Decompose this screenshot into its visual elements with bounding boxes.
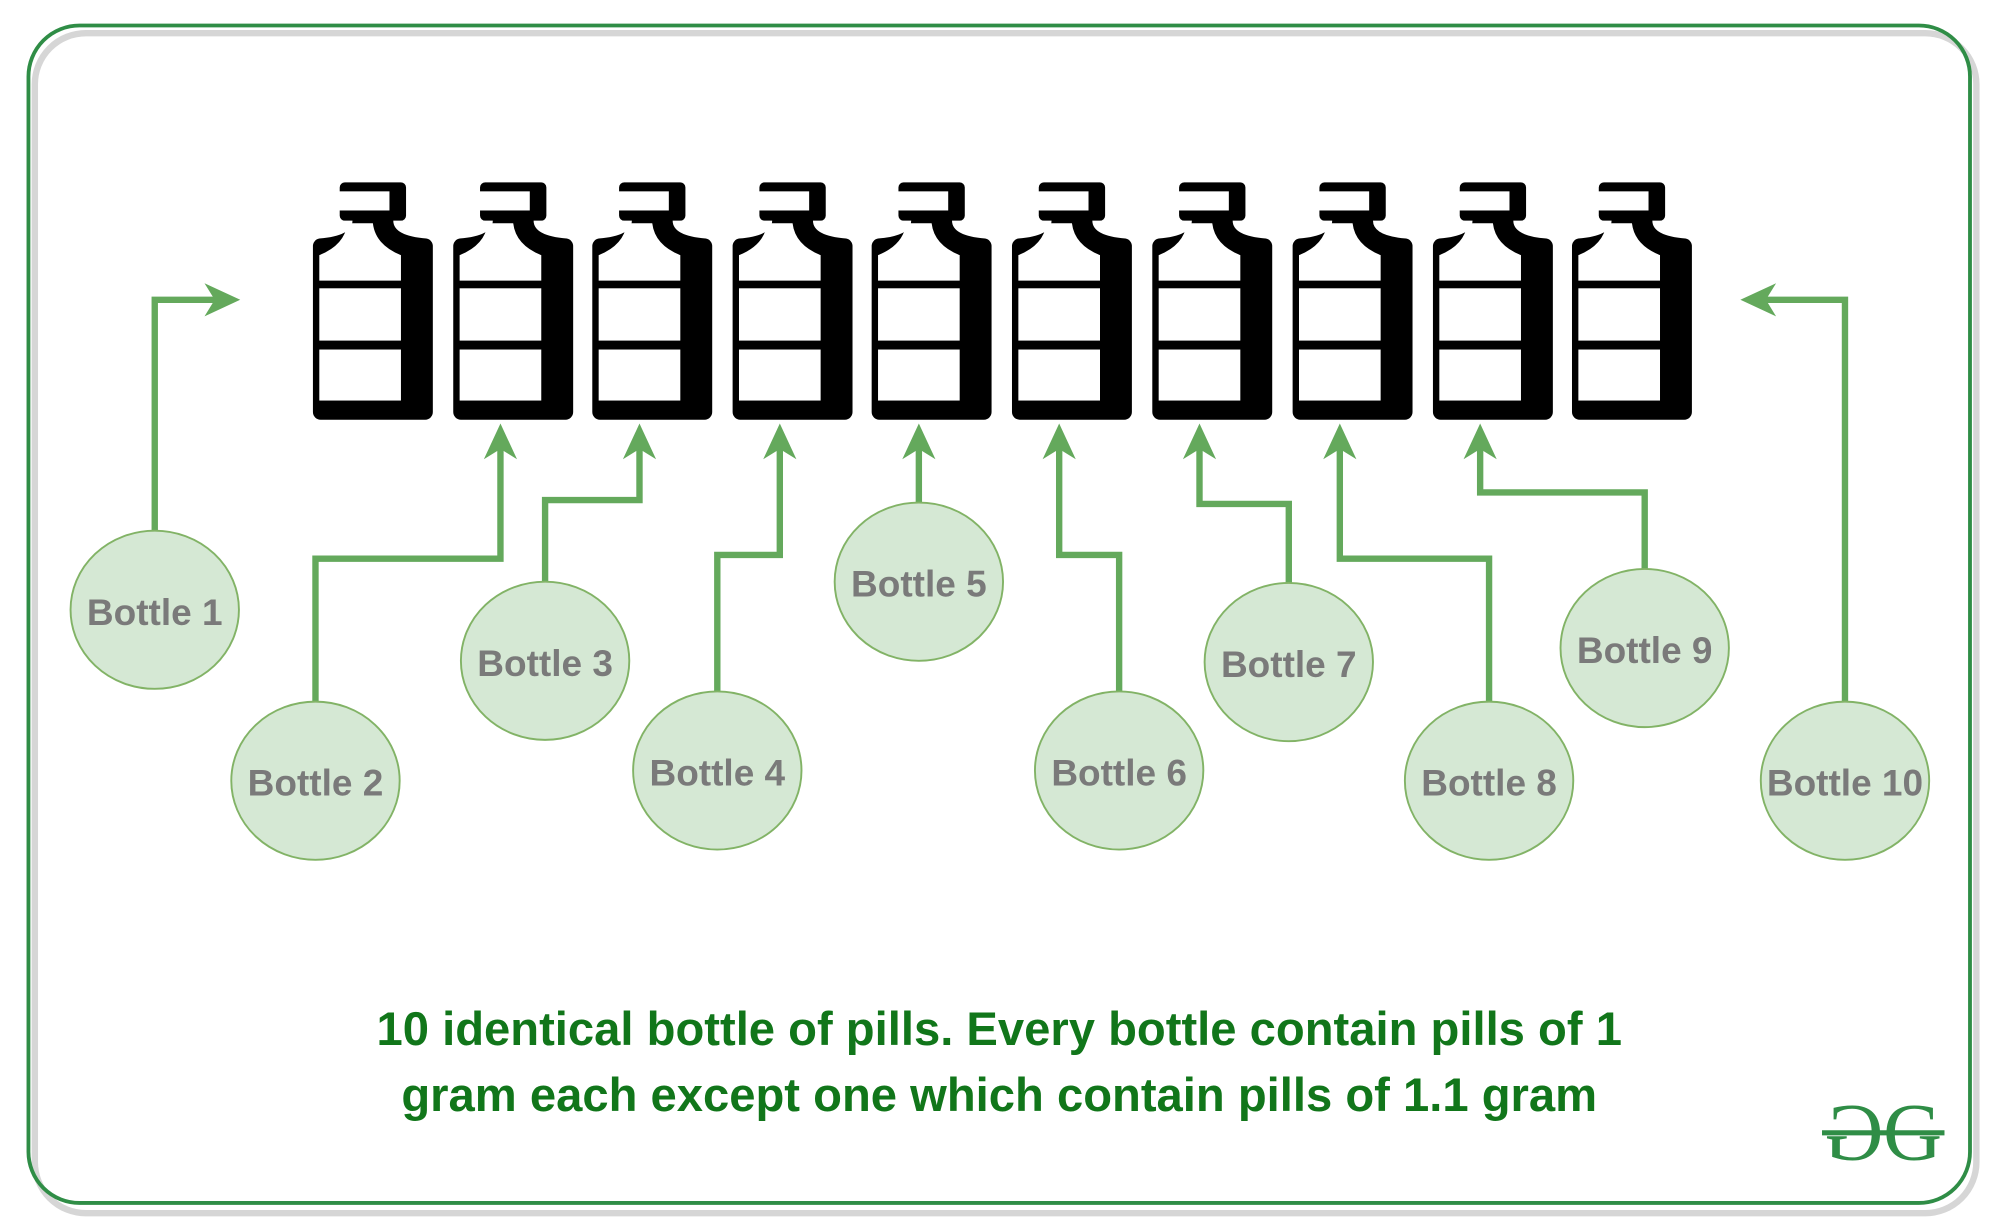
connector-arrow — [151, 283, 241, 531]
arrowhead-icon — [1042, 423, 1076, 460]
arrowhead-icon — [204, 283, 241, 317]
bottle-label: Bottle 7 — [1221, 644, 1357, 685]
bottle-row — [312, 182, 1692, 420]
bottle-label: Bottle 9 — [1577, 630, 1713, 671]
arrowhead-icon — [483, 423, 518, 460]
arrowhead-icon — [902, 423, 936, 460]
bottle-label-bubble: Bottle 6 — [1033, 690, 1205, 851]
connector-arrow — [1463, 423, 1648, 569]
arrowhead-icon — [1740, 283, 1777, 317]
connector-arrow — [1042, 423, 1123, 692]
bottle-label: Bottle 8 — [1421, 763, 1557, 804]
bottle-icon — [592, 182, 713, 420]
bottle-icon — [453, 182, 574, 420]
bottle-icon — [871, 182, 992, 420]
bottle-label-bubble: Bottle 4 — [632, 690, 803, 851]
bottle-icon — [1152, 182, 1273, 420]
connector-arrow — [902, 423, 936, 503]
bottle-labels: Bottle 1 Bottle 2 Bottle 3 Bottle 4 Bottle 5… — [69, 501, 1931, 861]
arrowhead-icon — [1463, 423, 1497, 460]
frame-shadow — [31, 29, 1980, 1217]
bottle-icon — [312, 182, 433, 420]
connector-arrow — [541, 423, 657, 582]
connector-arrow — [1740, 283, 1849, 702]
bottle-icon — [1432, 182, 1553, 420]
arrowhead-icon — [622, 423, 657, 460]
bottle-label-bubble: Bottle 8 — [1403, 700, 1575, 861]
bottle-label-bubble: Bottle 3 — [459, 580, 631, 741]
connector-arrow — [1323, 423, 1493, 702]
arrowhead-icon — [763, 423, 797, 460]
connector-arrow — [312, 423, 518, 702]
bottle-label-bubble: Bottle 1 — [69, 529, 240, 690]
caption-line-1: 10 identical bottle of pills. Every bott… — [376, 1003, 1621, 1056]
bottle-label-bubble: Bottle 2 — [230, 700, 401, 861]
caption-line-2: gram each except one which contain pills… — [401, 1069, 1597, 1122]
bottle-label-bubble: Bottle 5 — [833, 501, 1005, 662]
connector-arrows — [151, 283, 1849, 702]
bottle-icon — [1011, 182, 1132, 420]
bottle-label: Bottle 1 — [87, 592, 223, 633]
bottle-label: Bottle 2 — [248, 763, 384, 804]
bottle-label: Bottle 4 — [649, 753, 785, 794]
frame-border — [26, 23, 1972, 1205]
arrowhead-icon — [1323, 423, 1357, 460]
connector-arrow — [1182, 423, 1292, 583]
bottle-label: Bottle 3 — [477, 643, 613, 684]
bottle-label-bubble: Bottle 9 — [1559, 567, 1730, 729]
arrowhead-icon — [1182, 423, 1217, 460]
bottle-label: Bottle 10 — [1767, 763, 1923, 804]
bottle-icon — [1292, 182, 1413, 420]
gfg-logo: G G — [1822, 1087, 1945, 1178]
bottle-label-bubble: Bottle 10 — [1759, 700, 1931, 861]
bottle-label: Bottle 6 — [1051, 753, 1187, 794]
bottle-icon — [732, 182, 853, 420]
bottle-label: Bottle 5 — [851, 564, 987, 605]
connector-arrow — [714, 423, 797, 692]
bottle-icon — [1571, 182, 1692, 420]
bottle-label-bubble: Bottle 7 — [1203, 582, 1374, 743]
